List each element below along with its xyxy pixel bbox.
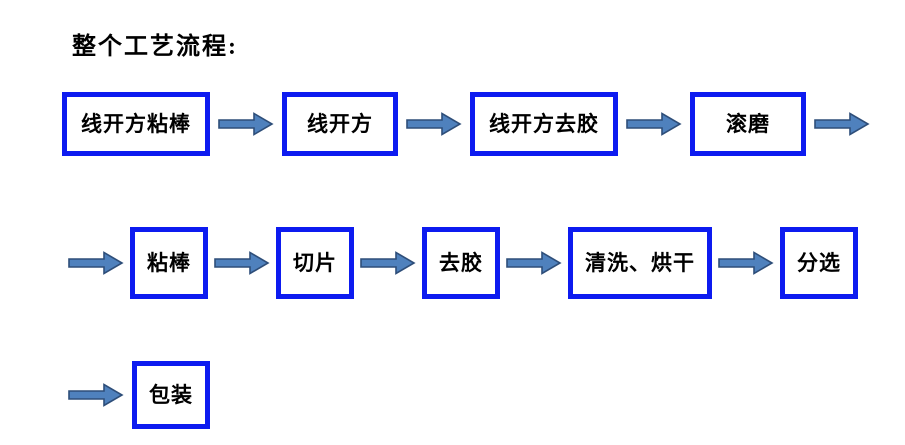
flow-box: 清洗、烘干 [568,227,712,299]
arrow-right-icon [218,111,274,137]
flow-row-1: 线开方粘棒 线开方 线开方去胶 滚磨 [62,92,870,156]
flow-box: 切片 [276,227,354,299]
arrow-right-icon [68,250,124,276]
arrow-right-icon [68,382,124,408]
arrow-right-icon [718,250,774,276]
flow-box: 线开方 [282,92,398,156]
arrow-right-icon [214,250,270,276]
flow-box: 去胶 [422,227,500,299]
flow-box: 滚磨 [690,92,806,156]
flow-box: 粘棒 [130,227,208,299]
arrow-right-icon [814,111,870,137]
arrow-right-icon [406,111,462,137]
flow-row-3: 包装 [68,361,210,429]
diagram-title: 整个工艺流程: [72,34,238,60]
arrow-right-icon [506,250,562,276]
flow-box: 线开方粘棒 [62,92,210,156]
arrow-right-icon [626,111,682,137]
flow-row-2: 粘棒切片去胶清洗、烘干分选 [68,227,858,299]
arrow-right-icon [360,250,416,276]
flow-box: 线开方去胶 [470,92,618,156]
flow-box: 包装 [132,361,210,429]
flow-box: 分选 [780,227,858,299]
